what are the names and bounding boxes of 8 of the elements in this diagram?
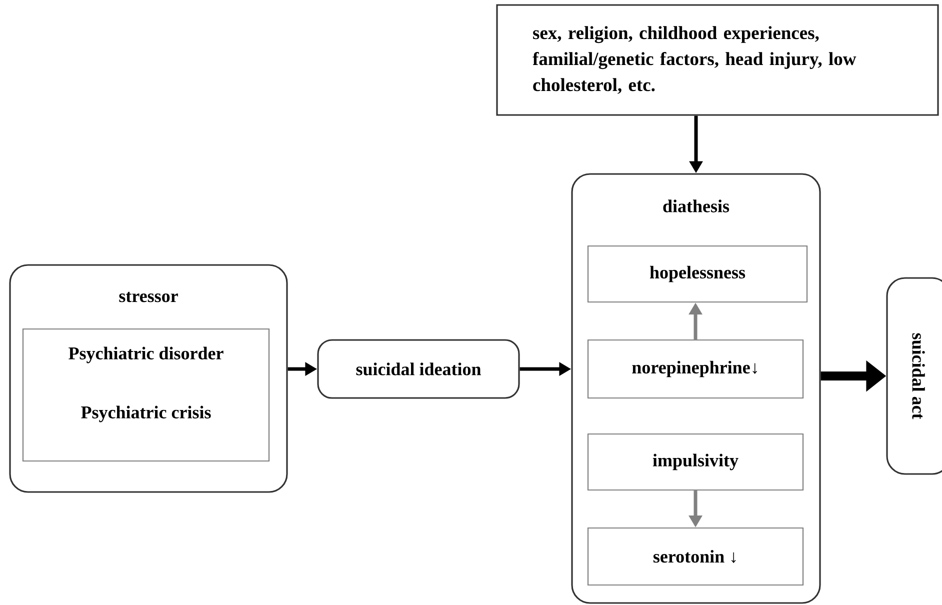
process-box: norepinephrine↓ [587, 339, 804, 399]
process-box: serotonin ↓ [587, 527, 804, 586]
process-box: Psychiatric disorder Psychiatric crisis [22, 328, 270, 462]
process-box: impulsivity [587, 433, 804, 491]
outcome-box: suicidal act [886, 277, 942, 475]
process-box: hopelessness [587, 245, 808, 303]
factor-box: sex, religion, childhood experiences, familial/genetic factors, head injury, low cholesterol, etc. [496, 4, 939, 116]
process-box: suicidal ideation [317, 339, 520, 399]
